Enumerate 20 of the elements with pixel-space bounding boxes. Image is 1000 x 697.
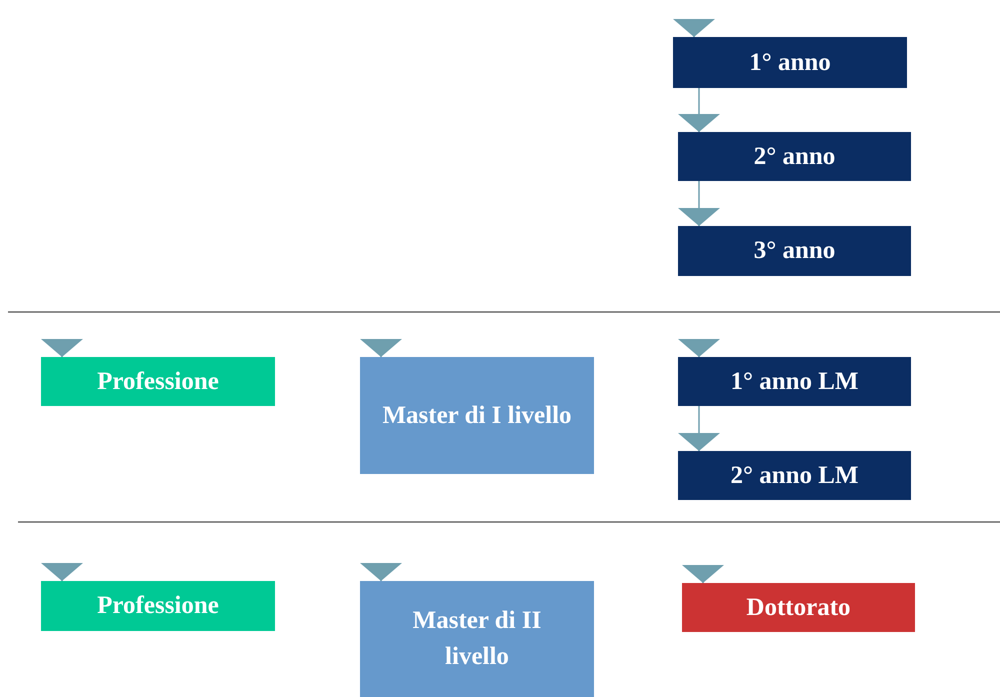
degree-box: Master di II livello: [360, 581, 594, 697]
year-box: 1° anno LM: [678, 357, 911, 406]
arrow: [682, 565, 724, 583]
arrow: [41, 563, 83, 581]
arrow: [678, 339, 720, 357]
arrow: [360, 563, 402, 581]
year-box: 3° anno: [678, 226, 911, 276]
degree-box: Master di I livello: [360, 357, 594, 474]
career-box: Professione: [41, 581, 275, 631]
arrow: [673, 19, 715, 37]
career-box: Professione: [41, 357, 275, 406]
arrow: [678, 181, 720, 226]
degree-box: Dottorato: [682, 583, 915, 632]
arrow: [678, 406, 720, 451]
year-box: 1° anno: [673, 37, 907, 88]
year-box: 2° anno LM: [678, 451, 911, 500]
arrow: [41, 339, 83, 357]
arrow: [678, 88, 720, 132]
arrow: [360, 339, 402, 357]
year-box: 2° anno: [678, 132, 911, 181]
